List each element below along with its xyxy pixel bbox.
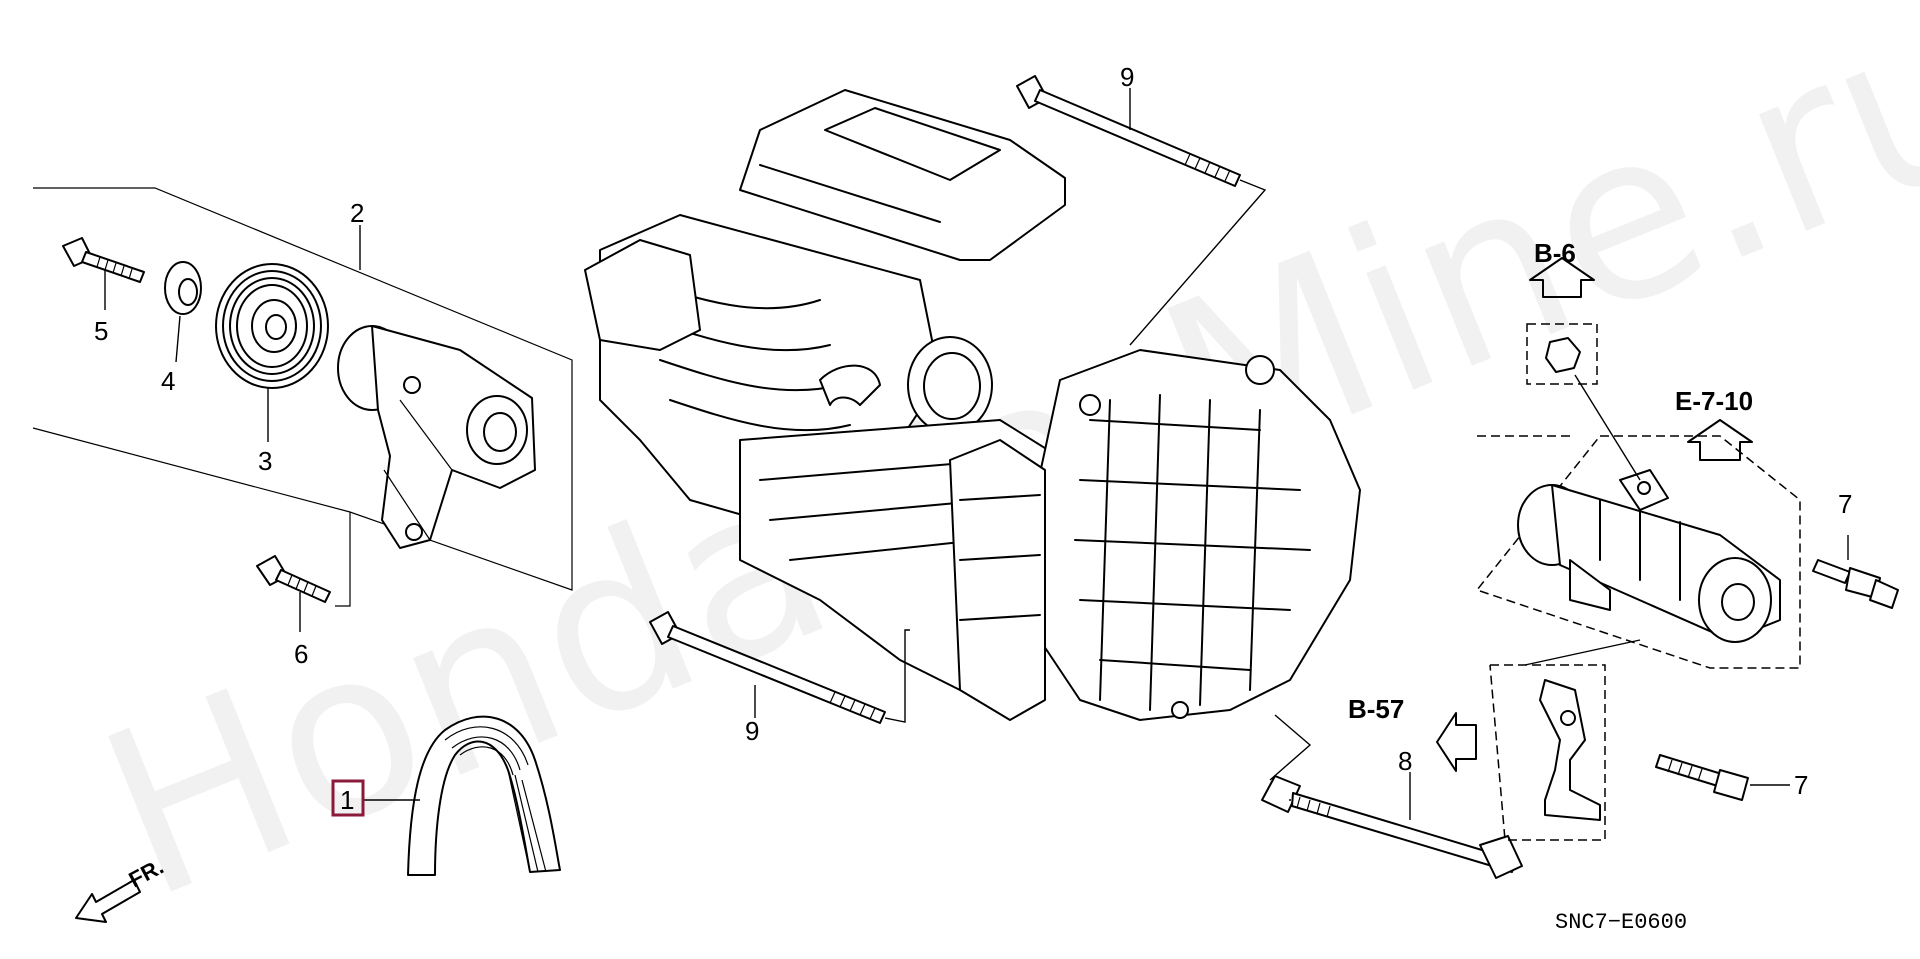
bolt-9-lower-drawing xyxy=(649,611,910,724)
front-direction-arrow-icon xyxy=(75,879,141,923)
starter-assembly xyxy=(1475,323,1899,841)
part-1-highlight xyxy=(331,779,365,817)
part-number-1: 1 xyxy=(340,785,354,815)
part-number-7-upper: 7 xyxy=(1838,489,1852,519)
nut-group-outline xyxy=(1526,323,1598,385)
part-number-8: 8 xyxy=(1398,746,1412,776)
tensioner-body-drawing xyxy=(337,325,536,549)
drive-belt-drawing xyxy=(363,715,561,876)
ref-arrow-b6 xyxy=(1529,257,1595,298)
part-number-9-lower: 9 xyxy=(745,716,759,746)
reference-e710: E-7-10 xyxy=(1675,386,1753,416)
diagram-code: SNC7−E0600 xyxy=(1555,910,1687,935)
bolt-8-drawing xyxy=(1261,714,1523,879)
part-number-5: 5 xyxy=(94,316,108,346)
ref-arrow-e710 xyxy=(1687,419,1753,461)
part-number-7-lower: 7 xyxy=(1794,770,1808,800)
part-number-4: 4 xyxy=(161,366,175,396)
part-number-2: 2 xyxy=(350,198,364,228)
engine-block-drawing xyxy=(584,89,1361,721)
part-number-6: 6 xyxy=(294,639,308,669)
part-number-3: 3 xyxy=(258,446,272,476)
tensioner-group-outline xyxy=(32,187,573,607)
pulley-3-drawing xyxy=(215,263,329,389)
starter-group-outline xyxy=(1475,435,1801,669)
reference-b6: B-6 xyxy=(1534,238,1576,268)
bolt-9-upper-drawing xyxy=(1016,75,1267,346)
tensioner-assembly xyxy=(32,187,573,632)
bracket-group-outline xyxy=(1489,664,1606,841)
ref-arrow-b57 xyxy=(1436,712,1477,772)
bolt-5-drawing xyxy=(62,237,145,283)
bolt-6-drawing xyxy=(256,555,331,603)
part-number-9-upper: 9 xyxy=(1120,62,1134,92)
washer-4-drawing xyxy=(164,261,202,315)
reference-b57: B-57 xyxy=(1348,694,1404,724)
